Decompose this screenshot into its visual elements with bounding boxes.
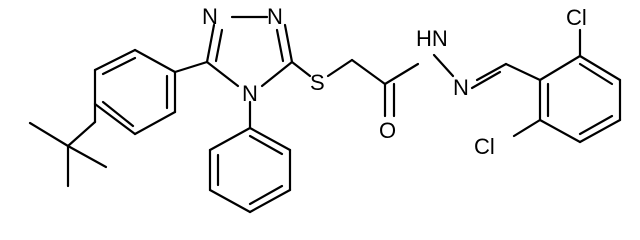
triazole-ring bbox=[205, 15, 294, 88]
tert-butyl-group bbox=[28, 102, 108, 188]
dichlorophenyl-ring bbox=[512, 28, 622, 144]
carbonyl-oxygen-label: O bbox=[379, 118, 396, 143]
hydrazone-linker bbox=[432, 53, 542, 90]
triazole-n1-label: N bbox=[202, 4, 218, 29]
triazole-n4-label: N bbox=[242, 81, 258, 106]
triazole-n2-label: N bbox=[267, 4, 283, 29]
imine-nitrogen-label: N bbox=[453, 75, 469, 100]
tert-butylphenyl-ring bbox=[93, 48, 209, 136]
hydrazide-nh-label: HN bbox=[416, 26, 448, 51]
chlorine-bottom-label: Cl bbox=[474, 134, 495, 159]
n-phenyl-ring bbox=[208, 100, 292, 214]
chemical-structure: N N N S O HN N Cl Cl bbox=[28, 4, 622, 214]
thioacetyl-linker bbox=[290, 58, 420, 118]
sulfur-label: S bbox=[310, 70, 325, 95]
chlorine-top-label: Cl bbox=[566, 5, 587, 30]
